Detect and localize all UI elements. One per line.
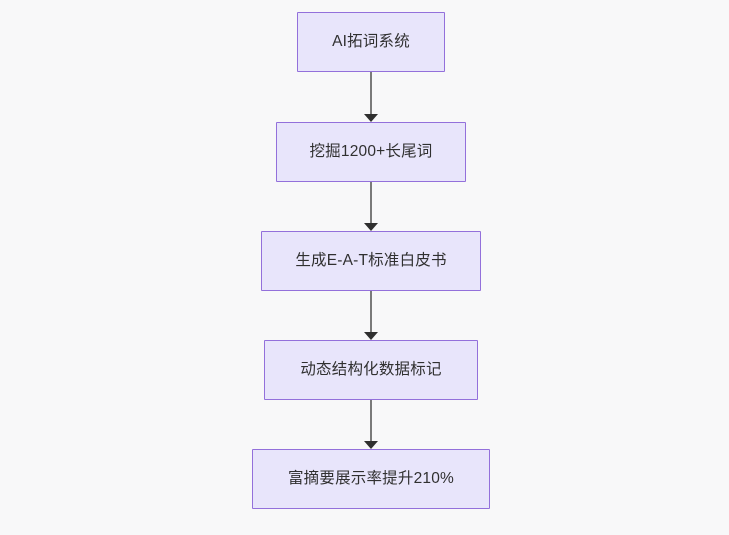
flow-node-mine-longtail-keywords[interactable]: 挖掘1200+长尾词	[276, 122, 466, 182]
flow-node-dynamic-structured-data[interactable]: 动态结构化数据标记	[264, 340, 478, 400]
edge-node3-node4	[364, 291, 378, 340]
flow-node-label: AI拓词系统	[332, 33, 410, 51]
flow-node-ai-keyword-system[interactable]: AI拓词系统	[297, 12, 445, 72]
edge-node2-node3	[364, 182, 378, 231]
flow-node-label: 挖掘1200+长尾词	[309, 143, 433, 161]
edge-node1-node2	[364, 72, 378, 122]
edge-node4-node5	[364, 400, 378, 449]
arrowhead-icon	[364, 114, 378, 122]
arrowhead-icon	[364, 332, 378, 340]
flow-node-rich-snippet-result[interactable]: 富摘要展示率提升210%	[252, 449, 490, 509]
flow-node-label: 生成E-A-T标准白皮书	[295, 252, 447, 270]
flow-node-label: 动态结构化数据标记	[300, 361, 442, 379]
flow-node-generate-eat-whitepaper[interactable]: 生成E-A-T标准白皮书	[261, 231, 481, 291]
flow-node-label: 富摘要展示率提升210%	[287, 470, 455, 488]
arrowhead-icon	[364, 441, 378, 449]
arrowhead-icon	[364, 223, 378, 231]
